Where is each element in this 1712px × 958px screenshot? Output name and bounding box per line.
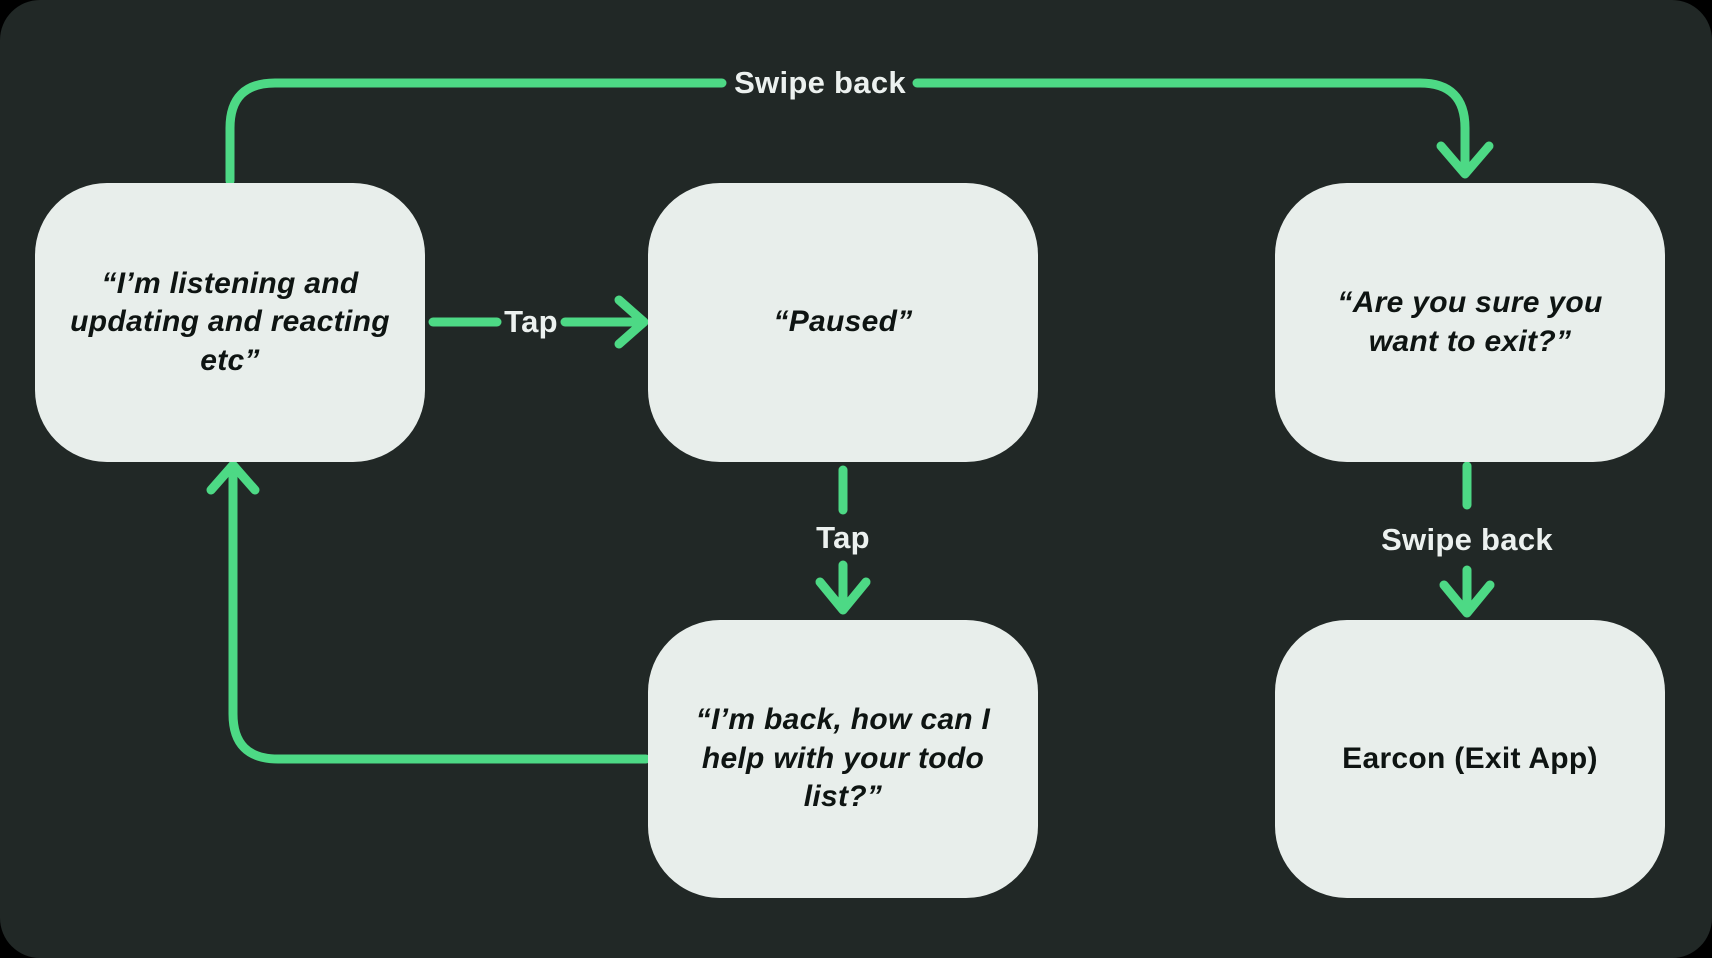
edge-label-tap-pause: Tap <box>504 304 558 339</box>
edge-label-swipe-back-top: Swipe back <box>734 65 906 100</box>
node-paused: “Paused” <box>648 183 1038 462</box>
node-confirm-exit: “Are you sure you want to exit?” <box>1275 183 1665 462</box>
node-earcon-exit: Earcon (Exit App) <box>1275 620 1665 898</box>
arrowhead-down-into-confirm-exit-icon <box>1436 141 1494 179</box>
node-back-todo-label: “I’m back, how can I help with your todo… <box>695 703 991 814</box>
node-earcon-exit-label: Earcon (Exit App) <box>1342 741 1598 775</box>
edge-label-tap-resume: Tap <box>816 520 870 555</box>
node-back-todo: “I’m back, how can I help with your todo… <box>648 620 1038 898</box>
connector-swipe-back-top-right-segment <box>912 78 1470 173</box>
edge-label-swipe-back-exit: Swipe back <box>1381 522 1553 557</box>
arrowhead-up-into-listening-icon <box>206 460 260 495</box>
node-listening-label: “I’m listening and updating and reacting… <box>70 266 390 377</box>
connector-swipe-back-top-left-segment <box>225 78 727 186</box>
arrowhead-down-into-back-todo-icon <box>815 577 871 615</box>
arrowhead-down-into-earcon-icon <box>1439 580 1495 618</box>
node-listening: “I’m listening and updating and reacting… <box>35 183 425 462</box>
node-paused-label: “Paused” <box>773 305 913 339</box>
arrowhead-right-into-paused-icon <box>614 295 649 349</box>
connector-loop-back-segment <box>228 467 651 764</box>
node-confirm-exit-label: “Are you sure you want to exit?” <box>1337 286 1603 358</box>
